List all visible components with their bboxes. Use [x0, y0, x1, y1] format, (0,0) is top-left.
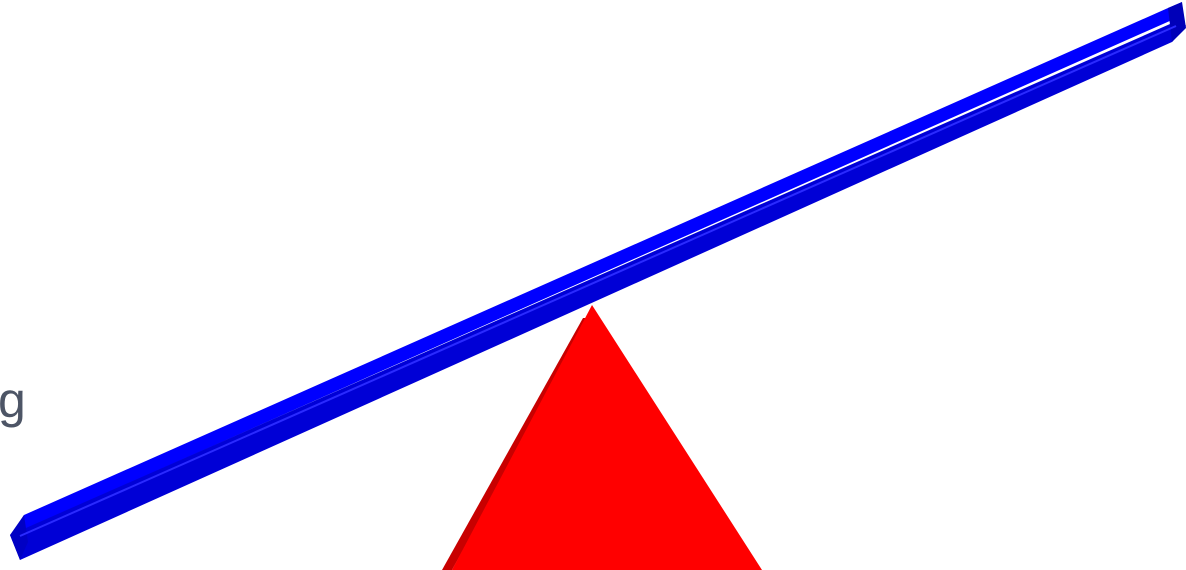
- edge-text-fragment: g: [0, 370, 26, 430]
